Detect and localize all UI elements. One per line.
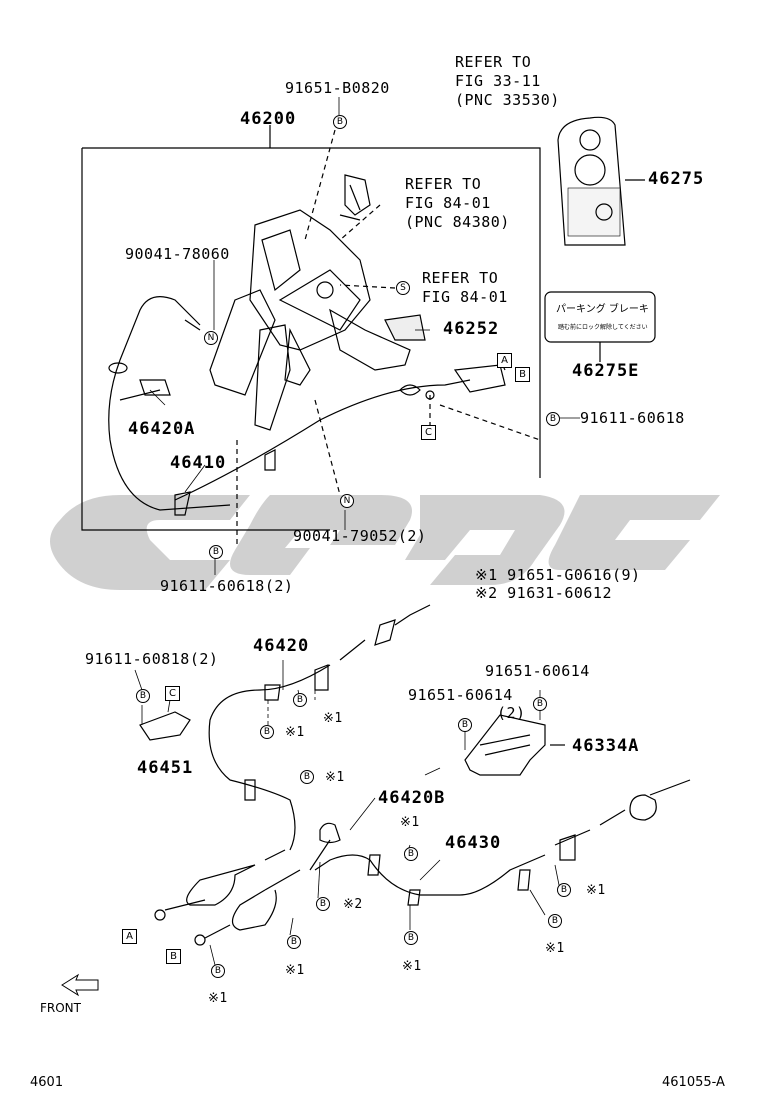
- nut-symbol-n: N: [340, 494, 354, 508]
- bolt-symbol-b: B: [333, 115, 347, 129]
- symbol-s: S: [396, 281, 410, 295]
- refer-to-84-01-line1: REFER TO: [422, 269, 499, 287]
- ref-tag-a: A: [497, 353, 512, 368]
- front-arrow-icon: [61, 973, 99, 997]
- cable-46410: [174, 379, 471, 501]
- bolt-symbol-b: B: [458, 718, 472, 732]
- label-46275: 46275: [648, 169, 705, 189]
- refer-to-84-01-line2: FIG 84-01: [422, 288, 508, 306]
- bolt-symbol-b: B: [260, 725, 274, 739]
- label-46451: 46451: [137, 758, 194, 778]
- bolt-symbol-b: B: [533, 697, 547, 711]
- bolt-symbol-b: B: [404, 847, 418, 861]
- footer-page-number: 4601: [30, 1075, 64, 1090]
- ref-tag-b: B: [515, 367, 530, 382]
- bolt-symbol-b: B: [557, 883, 571, 897]
- label-46420a: 46420A: [128, 419, 196, 439]
- ref-tag-b: B: [166, 949, 181, 964]
- mark-x1: ※1: [400, 815, 420, 830]
- sticker-text-main: パーキング ブレーキ: [556, 304, 649, 315]
- note-x2: ※2 91631-60612: [475, 584, 612, 602]
- label-46334a: 46334A: [572, 736, 640, 756]
- cable-46420b: [194, 822, 341, 946]
- label-91651-60614: 91651-60614: [485, 662, 590, 680]
- pedal-assembly: [209, 209, 426, 431]
- label-91651-b0820: 91651-B0820: [285, 79, 390, 97]
- caution-tag: [557, 116, 626, 246]
- mark-x1: ※1: [325, 770, 345, 785]
- label-46275e: 46275E: [572, 361, 640, 381]
- bolt-symbol-b: B: [287, 935, 301, 949]
- footer-illustration-id: 461055-A: [662, 1075, 725, 1090]
- label-46252: 46252: [443, 319, 500, 339]
- cable-46420a: [108, 296, 231, 511]
- bolt-symbol-b: B: [136, 689, 150, 703]
- ref-tag-a: A: [122, 929, 137, 944]
- refer-to-line3: (PNC 33530): [455, 91, 560, 109]
- cable-46420: [154, 604, 431, 921]
- mark-x1: ※1: [323, 711, 343, 726]
- mark-x1: ※1: [285, 725, 305, 740]
- bolt-symbol-b: B: [211, 964, 225, 978]
- label-46410: 46410: [170, 453, 227, 473]
- mark-x1: ※1: [586, 883, 606, 898]
- bolt-symbol-b: B: [316, 897, 330, 911]
- label-91611-60618-2: 91611-60618(2): [160, 577, 294, 595]
- label-46430: 46430: [445, 833, 502, 853]
- label-90041-79052: 90041-79052(2): [293, 527, 427, 545]
- front-label: FRONT: [40, 1001, 81, 1015]
- refer-to-line1: REFER TO: [455, 53, 532, 71]
- label-91651-60614-2: 91651-60614: [408, 686, 513, 704]
- refer-to-84380-line2: FIG 84-01: [405, 194, 491, 212]
- mark-x2: ※2: [343, 897, 363, 912]
- label-46420b: 46420B: [378, 788, 446, 808]
- label-91611-60818: 91611-60818(2): [85, 650, 219, 668]
- ref-tag-c: C: [421, 425, 436, 440]
- label-46200: 46200: [240, 109, 297, 129]
- note-x1: ※1 91651-G0616(9): [475, 566, 641, 584]
- label-qty-2: (2): [497, 704, 526, 722]
- mark-x1: ※1: [208, 991, 228, 1006]
- refer-to-84380-line3: (PNC 84380): [405, 213, 510, 231]
- label-46420: 46420: [253, 636, 310, 656]
- ref-tag-c: C: [165, 686, 180, 701]
- nut-symbol-n: N: [204, 331, 218, 345]
- label-90041-78060: 90041-78060: [125, 245, 230, 263]
- bolt-symbol-b: B: [293, 693, 307, 707]
- sticker-text-sub: 踏む前にロック解除してください: [558, 324, 648, 331]
- refer-to-line2: FIG 33-11: [455, 72, 541, 90]
- bolt-symbol-b: B: [546, 412, 560, 426]
- label-91611-60618: 91611-60618: [580, 409, 685, 427]
- bolt-symbol-b: B: [404, 931, 418, 945]
- bolt-symbol-b: B: [300, 770, 314, 784]
- refer-to-84380-line1: REFER TO: [405, 175, 482, 193]
- bracket-46451: [139, 711, 191, 741]
- plate-46334a: [464, 714, 546, 776]
- bolt-symbol-b: B: [548, 914, 562, 928]
- assembly-box: [81, 147, 541, 531]
- watermark-logo: [50, 495, 720, 590]
- mark-x1: ※1: [285, 963, 305, 978]
- bolt-symbol-b: B: [209, 545, 223, 559]
- cable-46430: [314, 779, 691, 906]
- mark-x1: ※1: [545, 941, 565, 956]
- mark-x1: ※1: [402, 959, 422, 974]
